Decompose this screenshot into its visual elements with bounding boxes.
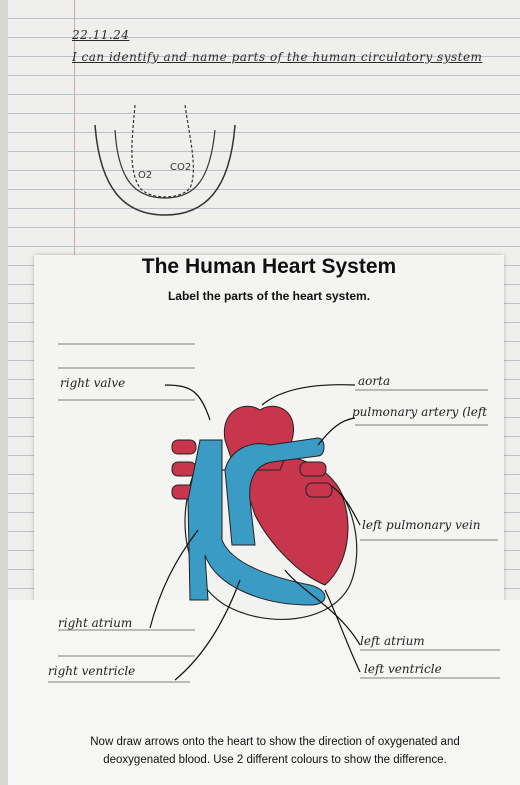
worksheet-instructions: Now draw arrows onto the heart to show t… — [60, 733, 490, 769]
label-right-ventricle: right ventricle — [48, 664, 135, 678]
label-pulmonary-artery-left: pulmonary artery (left — [352, 405, 487, 419]
label-right-valve: right valve — [60, 376, 125, 390]
label-left-pulmonary-vein: left pulmonary vein — [362, 518, 481, 532]
label-left-ventricle: left ventricle — [364, 662, 442, 676]
label-aorta: aorta — [358, 374, 390, 388]
label-right-atrium: right atrium — [58, 616, 132, 630]
label-left-atrium: left atrium — [360, 634, 425, 648]
